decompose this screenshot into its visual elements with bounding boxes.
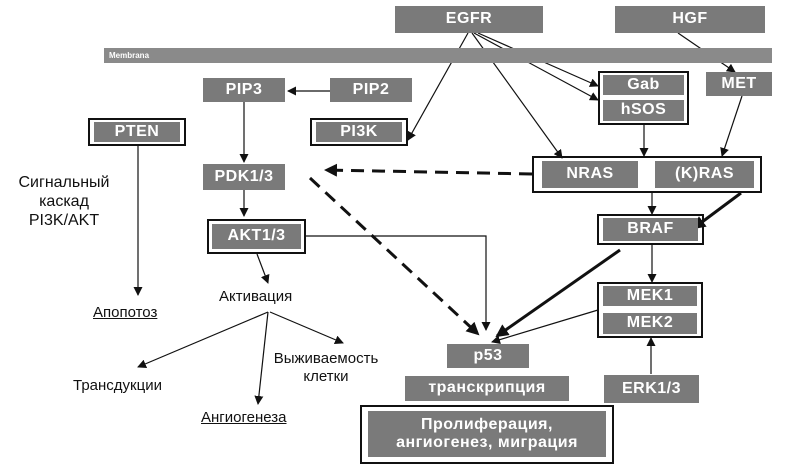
node-pip2: PIP2 bbox=[330, 78, 412, 102]
node-egfr: EGFR bbox=[395, 6, 543, 33]
edge-mek-p53 bbox=[491, 309, 599, 344]
edge-activation-transduction bbox=[137, 311, 269, 369]
node-met: MET bbox=[706, 72, 772, 96]
node-p53: p53 bbox=[447, 344, 529, 368]
label-activation: Активация bbox=[219, 288, 293, 305]
node-nras: NRAS bbox=[542, 161, 638, 188]
node-hsos: hSOS bbox=[603, 100, 684, 121]
frame-mek bbox=[597, 282, 703, 338]
edge-met-kras bbox=[720, 95, 743, 157]
node-transcription: транскрипция bbox=[405, 376, 569, 401]
node-proliferation: Пролиферация, ангиогенез, миграция bbox=[368, 411, 606, 457]
node-mek1: MEK1 bbox=[603, 286, 697, 306]
node-pip3: PIP3 bbox=[203, 78, 285, 102]
edge-egfr-hsos bbox=[473, 32, 599, 101]
frame-braf bbox=[597, 214, 704, 245]
label-transduction: Трансдукции bbox=[73, 377, 162, 394]
edge-ras-pdk-dashed bbox=[324, 163, 533, 177]
frame-proliferation bbox=[360, 405, 614, 464]
node-kras: (K)RAS bbox=[655, 161, 754, 188]
node-pten: PTEN bbox=[94, 122, 180, 142]
node-pdk: PDK1/3 bbox=[203, 164, 285, 190]
label-apoptosis: Апопотоз bbox=[93, 304, 158, 321]
node-hgf: HGF bbox=[615, 6, 765, 33]
node-braf: BRAF bbox=[603, 218, 698, 241]
node-akt: AKT1/3 bbox=[212, 224, 301, 249]
frame-gab-hsos bbox=[598, 71, 689, 125]
frame-akt bbox=[207, 219, 306, 254]
node-mek2: MEK2 bbox=[603, 313, 697, 334]
edge-activation-survival bbox=[269, 311, 344, 345]
label-cascade: Сигнальный каскад PI3K/AKT bbox=[18, 174, 110, 230]
edge-akt-activation bbox=[256, 253, 270, 284]
node-pi3k: PI3K bbox=[316, 122, 402, 142]
frame-ras bbox=[532, 156, 762, 193]
membrane-bar: Membrana bbox=[104, 48, 772, 63]
label-survival: Выживаемость клетки bbox=[273, 350, 379, 385]
frame-pten bbox=[88, 118, 186, 146]
label-angiogenesis: Ангиогенеза bbox=[201, 409, 287, 426]
edge-pdk-p53-dashed bbox=[308, 176, 480, 336]
node-gab: Gab bbox=[603, 75, 684, 95]
node-erk: ERK1/3 bbox=[604, 375, 699, 403]
edge-activation-angiogenesis bbox=[254, 311, 269, 405]
edge-braf-p53 bbox=[495, 248, 621, 338]
edge-akt-p53 bbox=[306, 235, 491, 331]
edge-kras-braf bbox=[692, 191, 742, 230]
frame-pi3k bbox=[310, 118, 408, 146]
